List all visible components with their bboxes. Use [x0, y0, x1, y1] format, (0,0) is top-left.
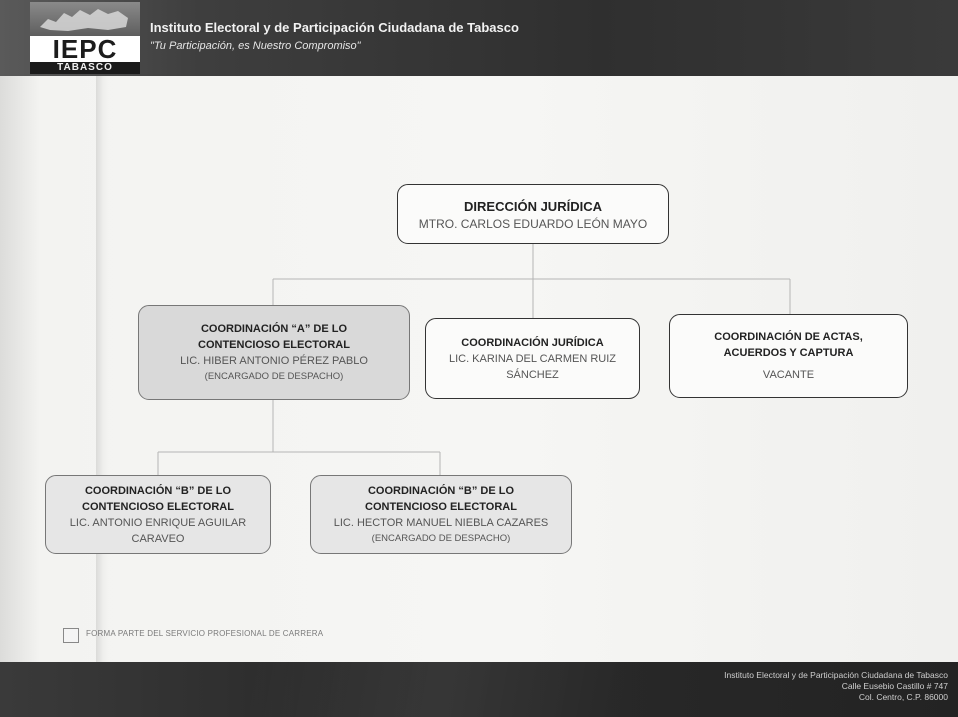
box-title-line-2: CONTENCIOSO ELECTORAL	[365, 500, 517, 513]
box-name: LIC. HIBER ANTONIO PÉREZ PABLO	[180, 354, 368, 367]
org-box-coordinacion-actas: COORDINACIÓN DE ACTAS, ACUERDOS Y CAPTUR…	[669, 314, 908, 398]
box-title-line-2: ACUERDOS Y CAPTURA	[723, 347, 854, 359]
org-box-coordinacion-b-2: COORDINACIÓN “B” DE LO CONTENCIOSO ELECT…	[310, 475, 572, 554]
box-note: (ENCARGADO DE DESPACHO)	[204, 370, 344, 382]
footer-line-1: Instituto Electoral y de Participación C…	[724, 670, 948, 680]
header-band: IEPC TABASCO Instituto Electoral y de Pa…	[0, 0, 958, 76]
box-title: DIRECCIÓN JURÍDICA	[464, 198, 602, 214]
box-title-line-2: CONTENCIOSO ELECTORAL	[82, 500, 234, 513]
box-name: LIC. HECTOR MANUEL NIEBLA CAZARES	[333, 516, 549, 529]
org-box-coordinacion-b-1: COORDINACIÓN “B” DE LO CONTENCIOSO ELECT…	[45, 475, 271, 554]
box-title-line-2: CONTENCIOSO ELECTORAL	[198, 338, 350, 351]
box-name-line-2: CARAVEO	[131, 532, 185, 545]
box-name-line-1: LIC. KARINA DEL CARMEN RUIZ	[448, 352, 617, 365]
box-name-line-1: LIC. ANTONIO ENRIQUE AGUILAR	[69, 516, 247, 529]
footer-line-2: Calle Eusebio Castillo # 747	[841, 681, 948, 691]
box-title-line-1: COORDINACIÓN “A” DE LO	[200, 322, 348, 335]
footer-decoration	[250, 662, 630, 717]
map-silhouette-icon	[40, 9, 128, 31]
logo-emblem	[30, 2, 140, 36]
logo-subtext: TABASCO	[30, 62, 140, 74]
institute-slogan: "Tu Participación, es Nuestro Compromiso…	[150, 40, 361, 52]
logo-text: IEPC	[30, 36, 140, 63]
iepc-logo: IEPC TABASCO	[30, 2, 140, 74]
org-box-coordinacion-a: COORDINACIÓN “A” DE LO CONTENCIOSO ELECT…	[138, 305, 410, 400]
box-name: VACANTE	[762, 369, 815, 381]
legend-swatch	[63, 628, 79, 643]
box-title-line-1: COORDINACIÓN DE ACTAS,	[714, 331, 863, 343]
legend-text: FORMA PARTE DEL SERVICIO PROFESIONAL DE …	[86, 629, 324, 638]
org-box-coordinacion-juridica: COORDINACIÓN JURÍDICA LIC. KARINA DEL CA…	[425, 318, 640, 399]
box-title-line-1: COORDINACIÓN “B” DE LO	[84, 484, 232, 497]
box-name: MTRO. CARLOS EDUARDO LEÓN MAYO	[418, 216, 648, 231]
box-name-line-2: SÁNCHEZ	[506, 368, 559, 381]
footer-line-3: Col. Centro, C.P. 86000	[858, 692, 948, 702]
box-note: (ENCARGADO DE DESPACHO)	[371, 532, 511, 544]
footer-band: Instituto Electoral y de Participación C…	[0, 662, 958, 717]
box-title: COORDINACIÓN JURÍDICA	[461, 336, 604, 349]
footer-address: Instituto Electoral y de Participación C…	[724, 670, 948, 703]
org-box-direccion-juridica: DIRECCIÓN JURÍDICA MTRO. CARLOS EDUARDO …	[397, 184, 669, 244]
institute-title: Instituto Electoral y de Participación C…	[150, 20, 519, 35]
box-title-line-1: COORDINACIÓN “B” DE LO	[367, 484, 515, 497]
